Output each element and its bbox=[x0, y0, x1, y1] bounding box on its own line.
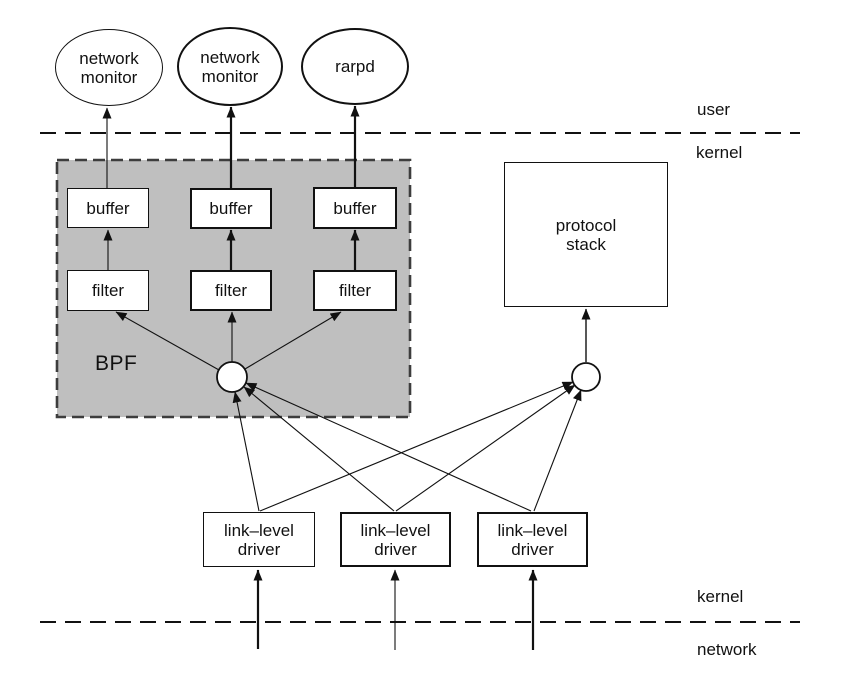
bpf-tap-circle bbox=[216, 361, 248, 393]
process-rarpd: rarpd bbox=[301, 28, 409, 105]
process-network-monitor-2: network monitor bbox=[177, 27, 283, 106]
process-network-monitor-1: network monitor bbox=[55, 29, 163, 106]
layer-label-kernel-lower: kernel bbox=[697, 587, 744, 606]
bpf-buffer-3: buffer bbox=[313, 187, 397, 229]
layer-label-network: network bbox=[697, 640, 757, 659]
link-level-driver-1: link–level driver bbox=[203, 512, 315, 567]
layer-label-user: user bbox=[697, 100, 731, 119]
arrow-tap-to-filter3 bbox=[244, 311, 342, 370]
arrow-tap-to-filter1 bbox=[115, 311, 220, 371]
protocol-tap-circle bbox=[571, 362, 601, 392]
layer-label-kernel-upper: kernel bbox=[696, 143, 743, 162]
link-level-driver-3: link–level driver bbox=[477, 512, 588, 567]
arrow-driver2-to-stack-tap bbox=[395, 384, 576, 512]
bpf-filter-1: filter bbox=[67, 270, 149, 311]
arrow-driver3-to-bpf-tap bbox=[245, 382, 532, 512]
bpf-buffer-2: buffer bbox=[190, 188, 272, 229]
bpf-label: BPF bbox=[95, 352, 138, 375]
bpf-filter-3: filter bbox=[313, 270, 397, 311]
bpf-buffer-1: buffer bbox=[67, 188, 149, 228]
arrow-driver3-to-stack-tap bbox=[533, 389, 582, 512]
arrow-driver1-to-bpf-tap bbox=[232, 391, 260, 512]
protocol-stack-box: protocol stack bbox=[504, 162, 668, 307]
arrow-driver1-to-stack-tap bbox=[259, 381, 574, 512]
link-level-driver-2: link–level driver bbox=[340, 512, 451, 567]
bpf-filter-2: filter bbox=[190, 270, 272, 311]
arrow-driver2-to-bpf-tap bbox=[243, 386, 395, 512]
